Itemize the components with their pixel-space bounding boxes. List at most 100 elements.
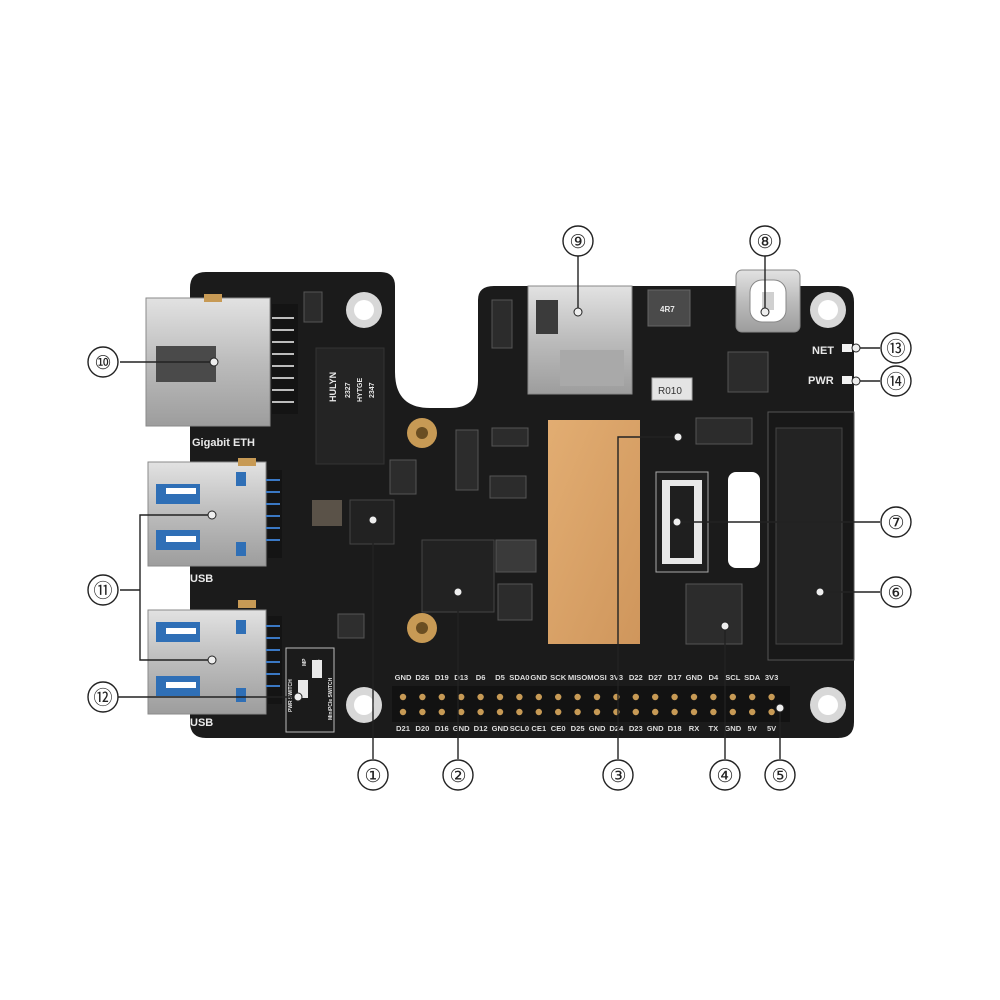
gpio-top-label: D27 [648, 673, 662, 682]
shunt-resistor [651, 377, 693, 401]
gpio-bottom-label: D16 [435, 724, 449, 733]
gpio-bottom-label: 5V [748, 724, 758, 733]
gpio-top-label: D26 [415, 673, 429, 682]
gpio-bottom-label: D20 [415, 724, 429, 733]
gpio-pin [574, 708, 581, 716]
sim-card-slot [527, 285, 633, 395]
gpio-top-label: SDA0 [509, 673, 529, 682]
gpio-top-label: D17 [668, 673, 682, 682]
gpio-pin [535, 693, 542, 701]
crystal [312, 500, 342, 526]
gpio-bottom-label: CE1 [531, 724, 547, 733]
gpio-top-label: D6 [476, 673, 486, 682]
callout-10: ⑩ [94, 352, 111, 374]
pwr-label: PWR [808, 375, 834, 387]
gpio-pin [710, 693, 717, 701]
gpio-pin [671, 708, 678, 716]
callout-5-circle [764, 759, 796, 791]
smd-components [303, 291, 769, 645]
callout-14-circle [880, 365, 912, 397]
gpio-top-label: D22 [629, 673, 643, 682]
gpio-pin [477, 708, 484, 716]
callout-1-circle [357, 759, 389, 791]
gpio-top-label: SCL [725, 673, 741, 682]
gpio-bottom-label: D24 [609, 724, 624, 733]
gpio-pin [593, 693, 601, 701]
gpio-pin [496, 693, 504, 701]
gpio-pin [690, 693, 698, 701]
gpio-pin [458, 693, 465, 701]
callout-7-circle [880, 506, 912, 538]
gpio-top-label: GND [686, 673, 703, 682]
gpio-top-label: SDA [744, 673, 761, 682]
callout-6-circle [880, 576, 912, 608]
gpio-bottom-label: D23 [629, 724, 643, 733]
mini-pcie-slot [728, 411, 855, 661]
gpio-pin [419, 693, 426, 701]
callout-1: ① [364, 765, 381, 787]
ethernet-chip: HULYN 2327 HYTGE 2347 [315, 347, 385, 465]
callout-13-circle [880, 332, 912, 364]
callout-6: ⑥ [887, 582, 904, 604]
callout-5: ⑤ [771, 765, 788, 787]
gpio-pin [399, 708, 407, 716]
switch-label-1: PWR SWITCH [288, 679, 294, 712]
callout-7: ⑦ [887, 512, 904, 534]
gpio-pin [710, 708, 717, 716]
usb-c-port [735, 269, 801, 333]
callout-3: ③ [609, 765, 626, 787]
gpio-bottom-label: SCL0 [510, 724, 529, 733]
oscillator [495, 539, 537, 573]
callout-12-circle [87, 681, 119, 713]
callout-2-circle [442, 759, 474, 791]
gpio-pin [729, 708, 736, 716]
gpio-bottom-label: GND [589, 724, 606, 733]
usb-port-top [147, 458, 282, 567]
gpio-bottom-label: D21 [396, 724, 411, 733]
gpio-bottom-label: GND [492, 724, 509, 733]
pwr-led [842, 376, 852, 384]
callout-10-circle [87, 346, 119, 378]
switch-label-2: MiniPCIe SWITCH [328, 677, 334, 720]
gpio-pin [438, 708, 445, 716]
callout-9: ⑨ [569, 231, 586, 253]
net-led [842, 344, 852, 352]
callout-8: ⑧ [756, 231, 773, 253]
gpio-pin [652, 708, 659, 716]
gpio-pin [477, 693, 484, 701]
gpio-pin [652, 693, 659, 701]
gpio-pin [438, 693, 445, 701]
gpio-pin [632, 693, 639, 701]
callout-2: ② [449, 765, 466, 787]
gpio-pin [516, 708, 523, 716]
gpio-pin [749, 693, 756, 701]
gpio-bottom-label: RX [689, 724, 700, 733]
chip-mark-2: 2327 [345, 382, 352, 398]
gpio-top-label: GND [395, 673, 412, 682]
gpio-bottom-label: D12 [474, 724, 488, 733]
gpio-pin [574, 693, 581, 701]
inductor-mark: 4R7 [660, 305, 675, 314]
eth-label: Gigabit ETH [192, 437, 255, 449]
gpio-bottom-label: GND [647, 724, 664, 733]
gpio-pin [419, 708, 426, 716]
gpio-top-label: MISO [568, 673, 588, 682]
callout-11: ⑪ [93, 580, 112, 602]
gpio-top-label: 3V3 [765, 673, 779, 682]
gpio-bottom-label: GND [724, 724, 741, 733]
usb-label-bottom: USB [190, 717, 213, 729]
gpio-top-label: D13 [454, 673, 468, 682]
gpio-top-label: SCK [550, 673, 567, 682]
callout-9-circle [562, 225, 594, 257]
gpio-top-label: MOSI [587, 673, 606, 682]
callout-13: ⑬ [886, 338, 905, 360]
usb-label-top: USB [190, 573, 213, 585]
chip-mark-3: HYTGE [357, 378, 364, 402]
callout-8-circle [749, 225, 781, 257]
gpio-pin [593, 708, 601, 716]
gpio-pin [516, 693, 523, 701]
gpio-pin [671, 693, 678, 701]
